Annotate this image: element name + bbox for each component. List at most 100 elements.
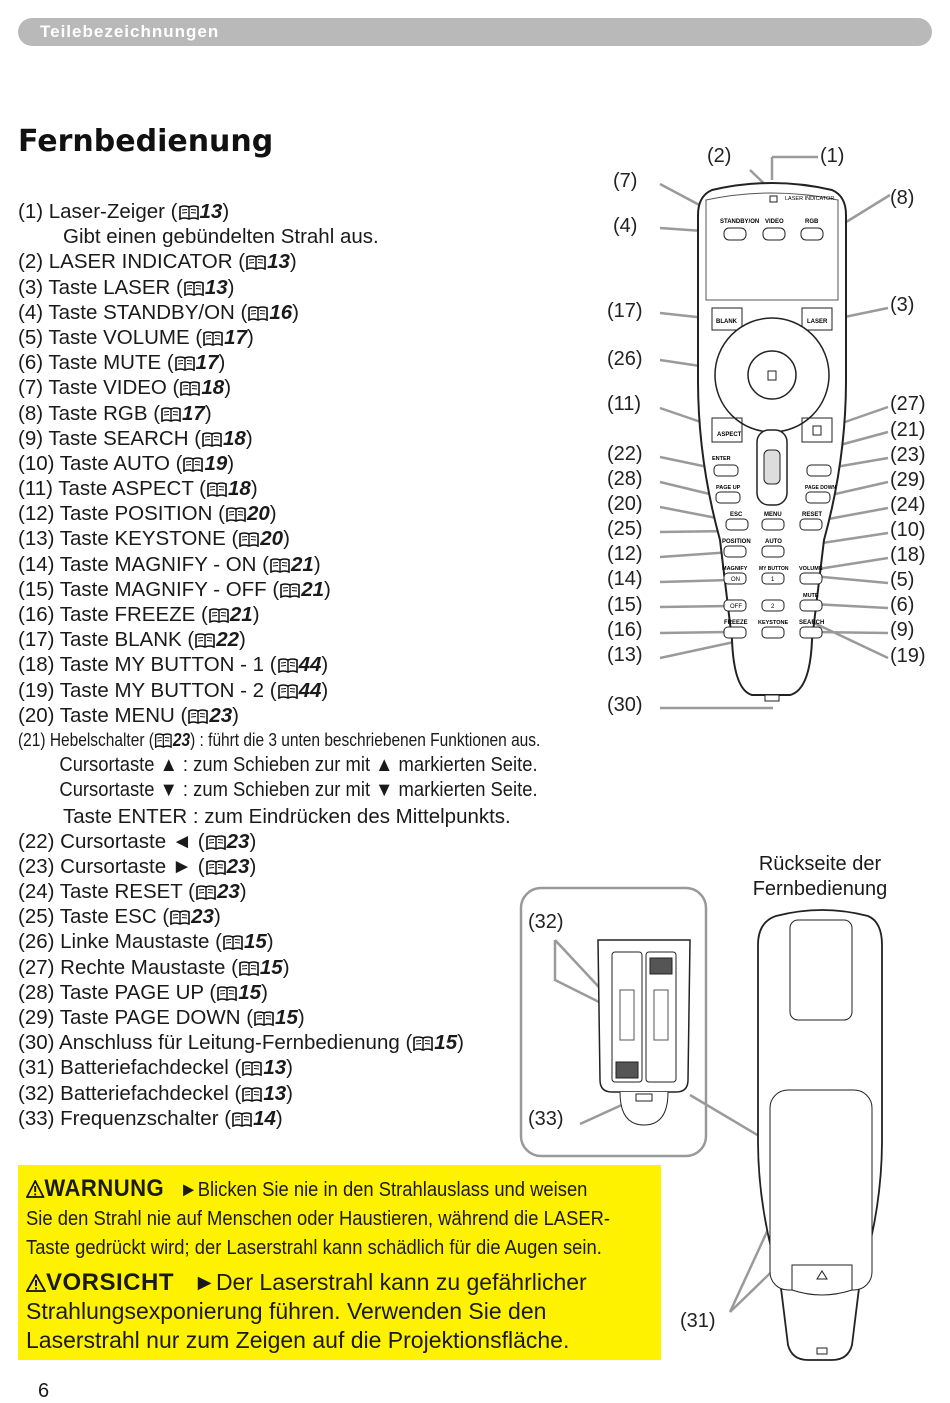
callout-label: (23)	[890, 444, 926, 466]
remote-front: LASER INDICATOR STANDBY/ON VIDEO RGB BLA…	[697, 182, 847, 702]
callout-label: (6)	[890, 594, 915, 616]
parts-list-item-tail: )	[282, 955, 290, 979]
parts-list-item-text: (5) Taste VOLUME (	[18, 325, 203, 349]
warning-text-line: ►Blicken Sie nie in den Strahlauslass un…	[179, 1179, 588, 1201]
book-icon	[209, 608, 229, 623]
callout-label: (3)	[890, 294, 915, 316]
page-reference: 22	[216, 628, 240, 652]
caution-paragraph: VORSICHT ►Der Laserstrahl kann zu gefähr…	[26, 1268, 666, 1355]
svg-text:1: 1	[771, 577, 775, 583]
parts-list-item-text: (8) Taste RGB (	[18, 401, 161, 425]
parts-list-item: (22) Cursortaste ◄ (23)	[18, 829, 618, 854]
parts-list-item-tail: )	[286, 1056, 293, 1080]
parts-list-item: (19) Taste MY BUTTON - 2 (44)	[18, 678, 618, 703]
callout-label: (1)	[820, 145, 845, 167]
book-icon	[223, 935, 243, 951]
page-reference: 21	[229, 603, 253, 626]
book-icon	[232, 1111, 252, 1127]
callout-label: (33)	[528, 1108, 564, 1130]
parts-list-item-tail: )	[239, 880, 247, 904]
frequency-switch	[635, 1093, 653, 1102]
page-title: Fernbedienung	[18, 124, 274, 159]
svg-text:PAGE UP: PAGE UP	[716, 485, 741, 491]
leader-line	[811, 574, 889, 585]
parts-list-item: (14) Taste MAGNIFY - ON (21)	[18, 552, 618, 577]
parts-list-item: (20) Taste MENU (23)	[18, 703, 618, 728]
parts-list-item-text: (14) Taste MAGNIFY - ON (	[18, 552, 269, 576]
book-icon	[207, 482, 227, 498]
parts-list-item-text: (24) Taste RESET (	[18, 880, 195, 904]
callout-label: (12)	[607, 543, 643, 565]
book-icon	[242, 1086, 263, 1102]
warning-box: WARNUNG ►Blicken Sie nie in den Strahlau…	[18, 1165, 661, 1360]
parts-list-item: Gibt einen gebündelten Strahl aus.	[18, 224, 618, 249]
callout-label: (5)	[890, 569, 915, 591]
parts-list-item-text: (20) Taste MENU (	[18, 703, 188, 727]
parts-list-item-tail: )	[218, 351, 226, 375]
book-icon	[161, 406, 181, 422]
parts-list: (1) Laser-Zeiger (13)Gibt einen gebündel…	[18, 199, 618, 1131]
right-mouse-button	[801, 417, 833, 443]
parts-list-item-text: (2) LASER INDICATOR (	[18, 250, 246, 274]
back-caption: Rückseite der Fernbedienung	[730, 852, 910, 902]
parts-list-item: (8) Taste RGB (17)	[18, 401, 618, 426]
callout-label: (31)	[680, 1310, 716, 1332]
parts-list-item-text: (1) Laser-Zeiger (	[18, 200, 178, 223]
page-reference: 23	[226, 829, 250, 853]
svg-text:OFF: OFF	[730, 604, 742, 610]
parts-list-item-tail: )	[289, 250, 297, 274]
parts-list-item-text: Taste ENTER : zum Eindrücken des Mittelp…	[63, 804, 511, 828]
parts-list-item-text: (28) Taste PAGE UP (	[18, 980, 217, 1004]
caution-triangle-icon	[26, 1274, 46, 1292]
parts-list-item-text: (18) Taste MY BUTTON - 1 (	[18, 653, 277, 677]
warning-text-line: Taste gedrückt wird; der Laserstrahl kan…	[26, 1237, 602, 1259]
parts-list-item-tail: )	[292, 300, 299, 324]
page-reference: 23	[191, 905, 214, 929]
lever-knob	[763, 449, 781, 485]
parts-list-item: (13) Taste KEYSTONE (20)	[18, 526, 618, 551]
svg-text:PAGE DOWN: PAGE DOWN	[805, 485, 836, 491]
auto-button	[761, 545, 785, 558]
book-icon	[178, 205, 199, 220]
parts-list-item: (18) Taste MY BUTTON - 1 ( 44)	[18, 652, 618, 677]
svg-text:KEYSTONE: KEYSTONE	[758, 620, 788, 626]
video-button	[762, 227, 786, 241]
leader-line	[659, 630, 729, 635]
svg-text:RGB: RGB	[805, 219, 819, 225]
callout-label: (28)	[607, 468, 643, 490]
page-reference: 21	[301, 577, 325, 601]
parts-list-item-tail: )	[232, 703, 239, 727]
page-reference: 16	[269, 300, 293, 324]
caution-text-line: Laserstrahl nur zum Zeigen auf die Proje…	[26, 1327, 570, 1353]
book-icon	[205, 834, 226, 850]
book-icon	[202, 431, 222, 447]
page-reference: 13	[263, 1056, 287, 1080]
svg-text:AUTO: AUTO	[765, 539, 782, 545]
callout-label: (24)	[890, 494, 926, 516]
page-reference: 23	[216, 880, 240, 904]
my-button-2	[761, 599, 785, 612]
svg-text:MY BUTTON: MY BUTTON	[759, 566, 789, 572]
parts-list-item-text: (22) Cursortaste ◄ (	[18, 829, 205, 853]
page-reference: 20	[260, 527, 284, 551]
page-reference: 44	[298, 653, 322, 677]
parts-list-item-tail: )	[269, 502, 277, 526]
caution-text-line: Strahlungsexponierung führen. Verwenden …	[26, 1298, 547, 1324]
page-down-button	[805, 491, 831, 504]
page-reference: 23	[172, 729, 191, 750]
callout-label: (7)	[613, 170, 638, 192]
parts-list-item-tail: )	[321, 653, 329, 677]
book-icon	[196, 885, 216, 901]
page-reference: 13	[263, 1081, 287, 1105]
parts-list-item: (26) Linke Maustaste (15)	[18, 929, 618, 954]
svg-text:RESET: RESET	[802, 512, 822, 518]
leader-line	[659, 550, 733, 559]
parts-list-item-tail: )	[266, 930, 274, 954]
book-icon	[270, 557, 290, 573]
mute-button	[799, 599, 823, 612]
callout-label: (13)	[607, 644, 643, 666]
parts-list-item: (7) Taste VIDEO (18)	[18, 375, 618, 400]
leader-line	[811, 630, 889, 635]
parts-list-item: Cursortaste ▼ : zum Schieben zur mit ▼ m…	[18, 778, 570, 803]
